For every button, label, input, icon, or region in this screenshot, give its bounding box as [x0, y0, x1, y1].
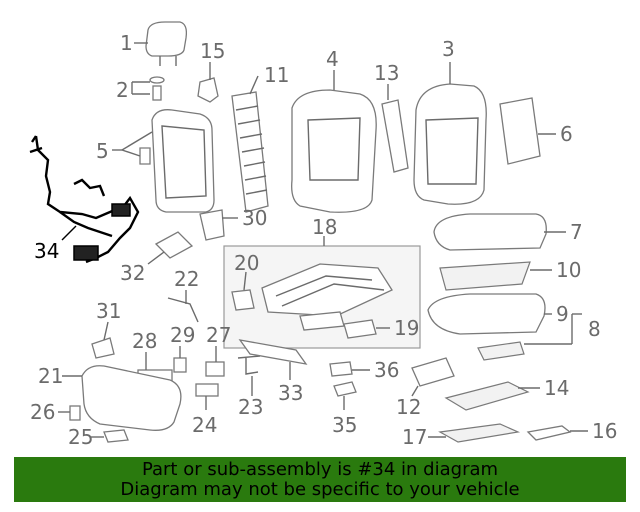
callout-22: 22	[174, 267, 199, 291]
panel-13-part	[381, 99, 409, 173]
callout-23: 23	[238, 395, 263, 419]
cushion-pad-part	[427, 293, 546, 335]
callout-1: 1	[120, 31, 133, 55]
clip-35-part	[333, 381, 357, 397]
bracket-30-part	[199, 209, 225, 241]
knob-26-part	[69, 405, 81, 421]
seatback-frame-part	[151, 109, 215, 213]
heater-mat-part	[439, 261, 531, 291]
callout-20: 20	[234, 251, 259, 275]
callout-10: 10	[556, 258, 581, 282]
callout-30: 30	[242, 206, 267, 230]
motor-19-part	[343, 319, 377, 339]
bracket-15-part	[197, 77, 219, 103]
callout-33: 33	[278, 381, 303, 405]
callout-15: 15	[200, 39, 225, 63]
callout-8: 8	[588, 317, 601, 341]
callout-7: 7	[570, 220, 583, 244]
callout-2: 2	[116, 78, 129, 102]
harness-23-part	[237, 355, 261, 375]
callout-11: 11	[264, 63, 289, 87]
callout-18: 18	[312, 215, 337, 239]
trim-33-part	[238, 339, 308, 365]
seatback-pad-part	[291, 89, 377, 213]
track-cover-17-part	[438, 423, 521, 443]
motor-20-part	[231, 289, 255, 311]
switch-24-part	[195, 383, 219, 397]
callout-32: 32	[120, 261, 145, 285]
callout-6: 6	[560, 122, 573, 146]
cushion-cover-part	[433, 213, 547, 251]
callout-13: 13	[374, 61, 399, 85]
bracket-16-part	[526, 425, 572, 441]
banner-line-1: Part or sub-assembly is #34 in diagram	[141, 459, 499, 480]
bracket-31-part	[91, 337, 115, 359]
callout-24: 24	[192, 413, 217, 437]
callout-19: 19	[394, 316, 419, 340]
callout-4: 4	[326, 47, 339, 71]
clip-36-part	[329, 361, 353, 377]
cable-22-part	[167, 297, 199, 323]
back-panel-6-part	[499, 97, 541, 165]
callout-27: 27	[206, 323, 231, 347]
callout-31: 31	[96, 299, 121, 323]
bottom-panel-part	[444, 381, 530, 411]
switch-27-part	[205, 361, 225, 377]
cushion-mat-part	[477, 341, 525, 361]
callout-35: 35	[332, 413, 357, 437]
callout-28: 28	[132, 329, 157, 353]
callout-9: 9	[556, 302, 569, 326]
callout-26: 26	[30, 400, 55, 424]
headrest-part	[145, 21, 188, 66]
wiring-harness-34-part	[29, 135, 140, 264]
callout-29: 29	[170, 323, 195, 347]
callout-25: 25	[68, 425, 93, 449]
bracket-12-part	[411, 357, 455, 387]
knob-25-part	[103, 429, 129, 443]
callout-12: 12	[396, 395, 421, 419]
callout-21: 21	[38, 364, 63, 388]
side-shield-part	[81, 365, 182, 431]
headrest-guide-part	[149, 76, 165, 101]
seat-parts-diagram: 1 2 15 5 11 4 13 3 6 7 10	[29, 21, 617, 449]
seatback-cover-part	[413, 83, 487, 205]
clip-29-part	[173, 357, 187, 373]
callout-36: 36	[374, 358, 399, 382]
info-banner: Part or sub-assembly is #34 in diagram D…	[14, 457, 626, 502]
callout-3: 3	[442, 37, 455, 61]
spring-mat-part	[231, 91, 269, 213]
callout-17: 17	[402, 425, 427, 449]
banner-line-2: Diagram may not be specific to your vehi…	[120, 479, 520, 500]
callout-16: 16	[592, 419, 617, 443]
callout-34: 34	[34, 239, 59, 263]
bracket-32-part	[154, 231, 194, 259]
callout-14: 14	[544, 376, 569, 400]
callout-5: 5	[96, 139, 109, 163]
